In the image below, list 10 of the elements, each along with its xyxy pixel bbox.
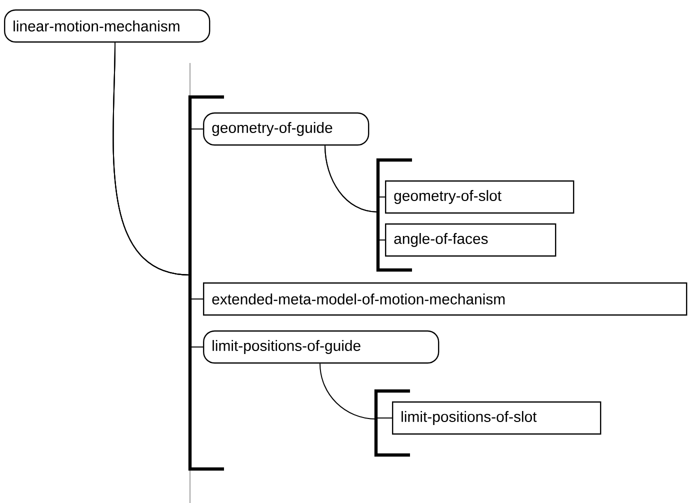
concept-box: limit-positions-of-slot [392,401,602,435]
connector [112,42,204,348]
connector [320,363,392,420]
concept-box: extended-meta-model-of-motion-mechanism [203,282,688,316]
concept-box: angle-of-faces [385,223,556,257]
rounded-box: limit-positions-of-guide [203,330,440,364]
rounded-box: linear-motion-mechanism [4,9,210,43]
rounded-box: geometry-of-guide [203,112,370,146]
connector [324,145,386,240]
concept-box: geometry-of-slot [385,180,574,214]
